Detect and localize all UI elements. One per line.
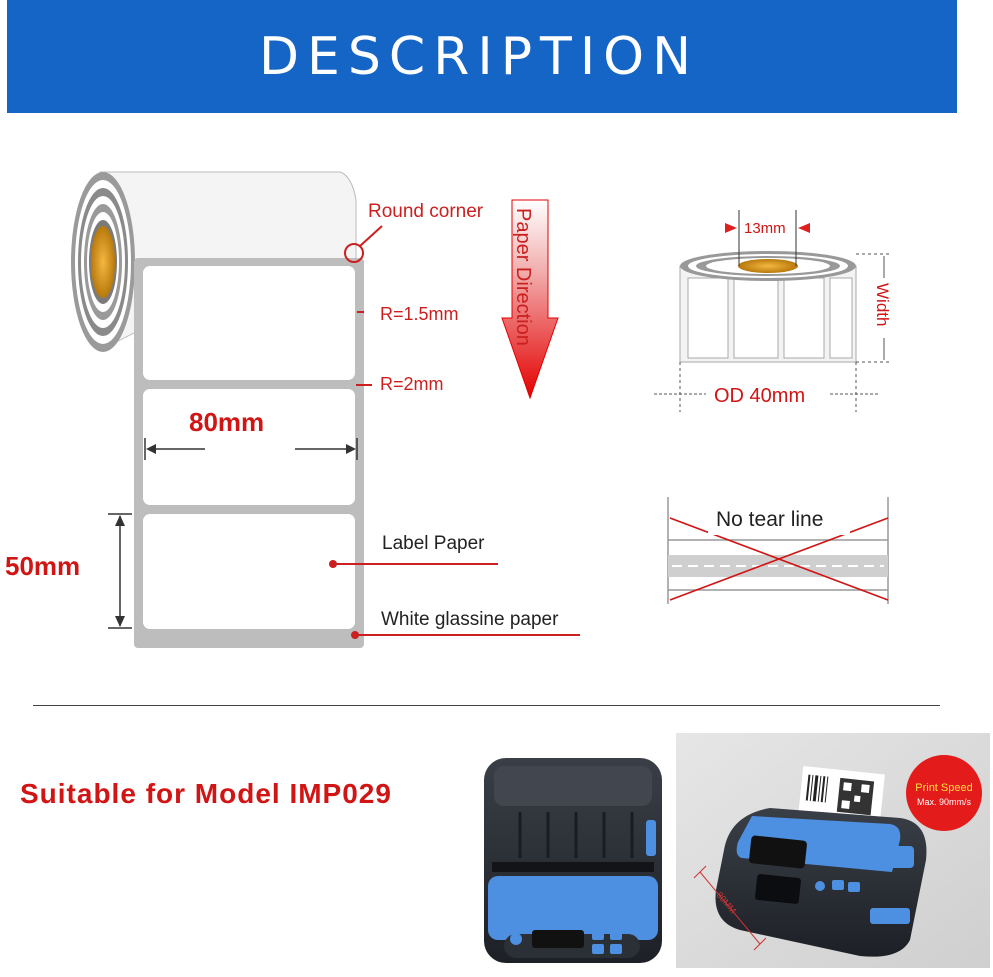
glassine-callout: White glassine paper: [351, 609, 580, 639]
core-size-text: 13mm: [744, 220, 786, 237]
tear-line-diagram: No tear line: [667, 497, 889, 604]
svg-text:Max. 90mm/s: Max. 90mm/s: [917, 797, 972, 807]
roll-core-icon: [91, 226, 115, 298]
outer-diameter-text: OD 40mm: [714, 385, 805, 407]
label-paper-callout: Label Paper: [329, 533, 498, 568]
height-dimension: 50mm: [5, 513, 132, 629]
label-width-text: 80mm: [189, 407, 264, 437]
round-corner-callout: Round corner: [344, 201, 484, 263]
printer-blue-panel: [488, 876, 658, 940]
printer-photo-2: 80MM Print Speed Max. 90mm/s: [676, 733, 990, 968]
svg-text:R=2mm: R=2mm: [380, 374, 444, 394]
print-speed-badge: [906, 755, 982, 831]
width-dimension: 80mm: [144, 407, 358, 460]
label-1: [143, 266, 355, 380]
header-banner: DESCRIPTION: [7, 0, 957, 113]
gap-radius-marker: R=1.5mm: [357, 304, 459, 324]
label-height-text: 50mm: [5, 551, 80, 581]
label-3: [143, 514, 355, 629]
svg-text:R=1.5mm: R=1.5mm: [380, 304, 459, 324]
no-tear-line-text: No tear line: [716, 508, 823, 531]
paper-direction-arrow: Paper Direction: [501, 199, 559, 400]
section-divider: [33, 705, 940, 706]
core-icon: [738, 259, 798, 273]
model-compatibility-text: Suitable for Model IMP029: [20, 778, 392, 809]
core-diagram: 13mm Width OD 40mm: [654, 210, 892, 412]
svg-text:White glassine paper: White glassine paper: [381, 609, 559, 630]
label-roll: [71, 171, 364, 648]
corner-radius-marker: R=2mm: [356, 374, 444, 394]
paper-direction-text: Paper Direction: [512, 208, 534, 346]
svg-text:Label Paper: Label Paper: [382, 533, 485, 554]
width-text: Width: [873, 283, 892, 326]
round-corner-text: Round corner: [368, 201, 484, 222]
printer-photo-1: [484, 758, 662, 963]
page-title: DESCRIPTION: [259, 26, 699, 87]
label-2: [143, 389, 355, 505]
roll-end: [71, 172, 135, 352]
svg-text:Print Speed: Print Speed: [915, 782, 972, 794]
